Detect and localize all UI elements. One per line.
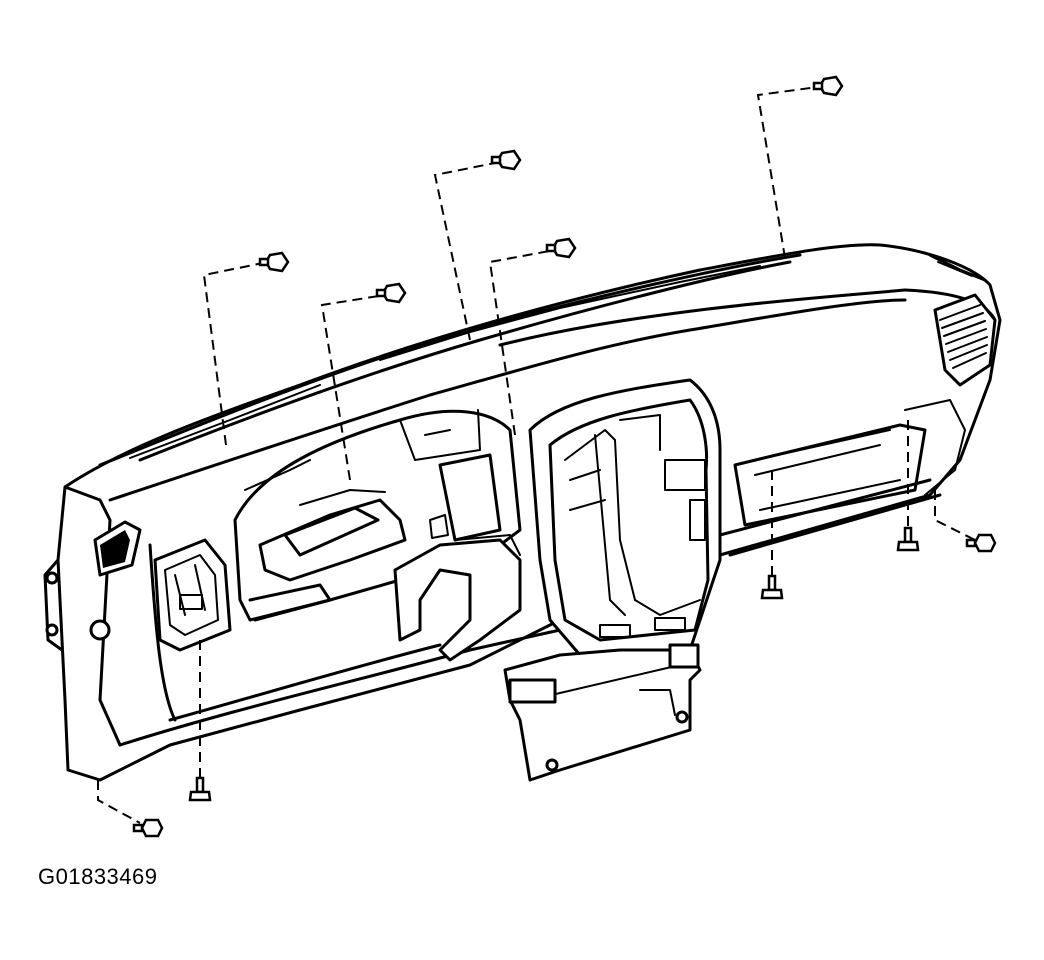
bolt-icon <box>896 526 920 552</box>
bolt-icon <box>188 776 212 802</box>
bolt-icon <box>258 251 290 273</box>
right-side-vent <box>933 293 997 387</box>
left-side-vent <box>45 520 142 641</box>
fasteners <box>132 75 997 838</box>
leader-lines <box>97 85 976 824</box>
bolt-icon <box>545 237 577 259</box>
bolt-icon <box>132 818 164 838</box>
lower-center-bracket <box>503 643 702 782</box>
bolt-icon <box>490 149 522 171</box>
figure-code: G01833469 <box>38 864 158 889</box>
bolt-icon <box>965 533 997 553</box>
bolt-icon <box>760 574 784 600</box>
bolt-icon <box>375 282 407 304</box>
center-stack-opening <box>528 378 722 662</box>
left-vent-bezel <box>153 538 232 652</box>
steering-column-bracket <box>393 453 522 662</box>
glove-box-area <box>733 399 966 527</box>
bolt-icon <box>812 75 844 97</box>
